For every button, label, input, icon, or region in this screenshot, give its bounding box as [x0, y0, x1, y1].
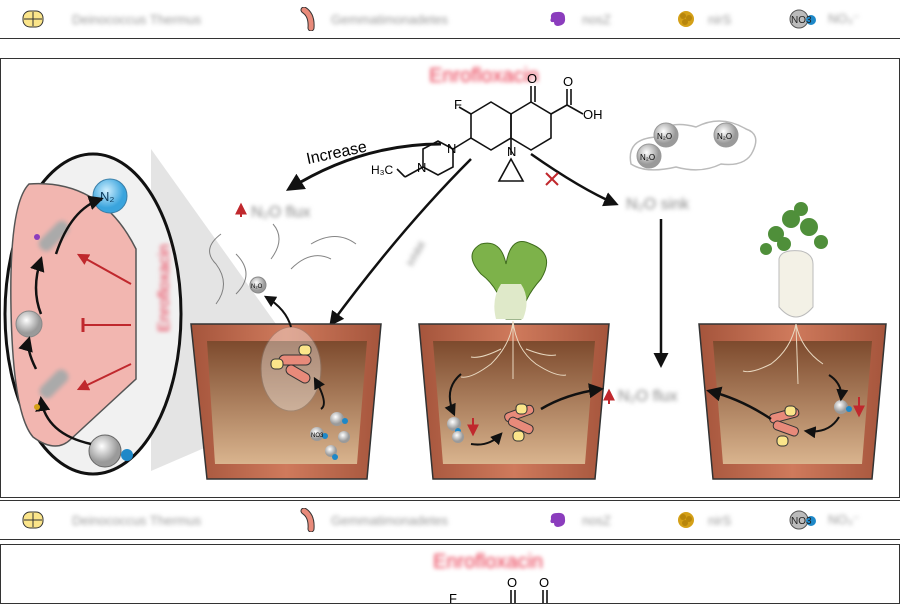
legend-item-no3: NO3 NO₃⁻ [788, 0, 860, 38]
bottom-title: Enrofloxacin [433, 551, 544, 573]
mol-oh: OH [583, 107, 603, 122]
main-title: Enrofloxacin [429, 65, 540, 87]
zoom-title: Enrofloxacin [156, 244, 173, 332]
bottom-molecule: O O F [449, 575, 549, 603]
legend-label: nosZ [582, 11, 611, 27]
zoom-ellipse: N₂ Enrofloxacin [3, 152, 183, 476]
bottom-panel: Enrofloxacin O O F [0, 544, 900, 604]
pot-2 [418, 241, 610, 480]
legend-bar-bottom: Deinococcus Thermus Gemmatimonadetes nos… [0, 500, 900, 540]
purple-protein-icon [550, 11, 566, 26]
legend-label: Deinococcus Thermus [72, 512, 202, 528]
legend-label: nosZ [582, 512, 611, 528]
purple-protein-icon [550, 512, 566, 527]
legend-item-gemmatimonadetes: Gemmatimonadetes [300, 501, 448, 539]
legend-item-nosz: nosZ [548, 501, 611, 539]
enrofloxacin-molecule [396, 86, 584, 182]
bottom-mol-o1: O [507, 575, 517, 590]
mol-n3: N [507, 144, 516, 159]
mol-n1: N [447, 141, 456, 156]
red-rod-bacteria-icon [300, 508, 315, 532]
legend-item-no3: NO3 NO₃⁻ [788, 501, 860, 539]
legend-label: Deinococcus Thermus [72, 11, 202, 27]
legend-item-gemmatimonadetes: Gemmatimonadetes [300, 0, 448, 38]
legend-label: Gemmatimonadetes [331, 512, 449, 528]
red-rod-bacteria-icon [300, 7, 315, 31]
yellow-cell-icon [22, 511, 44, 529]
nitrate-molecule-icon: NO3 [789, 9, 816, 29]
n2o-badge: N₂O [251, 284, 263, 290]
n2o-cloud: N₂O N₂O N₂O [629, 120, 757, 171]
n2o-flux-center-label: N₂O flux [618, 388, 678, 405]
pot-3 [698, 202, 887, 480]
gas-swirls [209, 223, 357, 305]
bottom-mol-f: F [449, 591, 457, 603]
legend-item-nirs: nirS [676, 501, 731, 539]
n2o-sink-label: N₂O sink [626, 196, 690, 213]
mol-o2: O [563, 74, 573, 89]
legend-item-nirs: nirS [676, 0, 731, 38]
legend-label: nirS [708, 11, 732, 27]
legend-bar-top: Deinococcus Thermus Gemmatimonadetes nos… [0, 0, 900, 39]
cloud-label: N₂O [640, 153, 655, 162]
mol-h3c: H₃C [371, 163, 394, 177]
legend-item-nosz: nosZ [548, 0, 611, 38]
mol-f: F [454, 97, 462, 112]
pot-1: NO3 [190, 295, 382, 480]
mol-o: O [527, 71, 537, 86]
bottom-mol-o2: O [539, 575, 549, 590]
n2-label: N₂ [100, 189, 114, 204]
legend-item-deinococcus: Deinococcus Thermus [22, 501, 201, 539]
legend-item-deinococcus: Deinococcus Thermus [22, 0, 201, 38]
legend-label: NO₃⁻ [828, 11, 860, 26]
legend-label: nirS [708, 512, 732, 528]
no3-badge: NO3 [311, 433, 324, 439]
mol-n2: N [417, 160, 426, 175]
no3-badge: NO3 [791, 15, 812, 26]
n2o-flux-label: N₂O flux [251, 204, 311, 221]
cloud-label: N₂O [657, 132, 672, 141]
nitrate-molecule-icon: NO3 [789, 510, 816, 530]
legend-label: NO₃⁻ [828, 512, 860, 527]
cloud-label: N₂O [717, 132, 732, 141]
orange-protein-icon [678, 11, 694, 27]
main-diagram: N₂ Enrofloxacin [3, 71, 887, 480]
diagonal-label: Inhibit [405, 240, 428, 269]
main-panel: Enrofloxacin N₂ [0, 58, 900, 498]
legend-label: Gemmatimonadetes [331, 11, 449, 27]
orange-protein-icon [678, 512, 694, 528]
yellow-cell-icon [22, 10, 44, 28]
no3-badge: NO3 [791, 516, 812, 527]
